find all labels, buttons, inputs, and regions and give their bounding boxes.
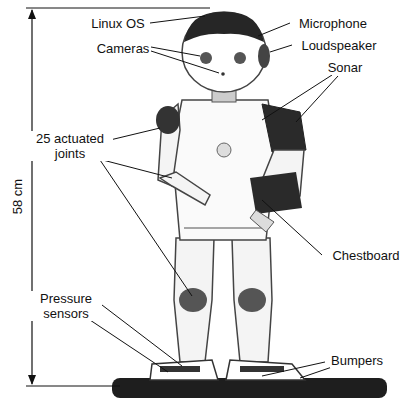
part-label: Microphone <box>298 16 368 31</box>
part-label: Pressure sensors <box>30 291 102 321</box>
base-platform <box>112 378 387 398</box>
foot-trim <box>240 366 284 372</box>
part-label: Chestboard <box>331 248 400 263</box>
right-foot <box>226 360 305 380</box>
left-foot <box>150 360 218 380</box>
mouth-camera <box>221 72 225 76</box>
hand <box>250 210 274 232</box>
dimension-tick <box>26 8 210 386</box>
leader-lines <box>90 16 338 378</box>
torso <box>172 100 276 240</box>
right-forearm <box>250 172 302 214</box>
part-label: Cameras <box>96 41 151 56</box>
head-cap <box>184 12 264 42</box>
dimension-arrow <box>28 9 36 385</box>
eye <box>200 52 212 64</box>
part-label: Bumpers <box>330 353 384 368</box>
part-label: 25 actuated joints <box>27 131 113 161</box>
head <box>182 12 266 92</box>
part-label: Sonar <box>327 60 364 75</box>
waist-line <box>184 227 264 229</box>
right-leg <box>232 238 272 362</box>
right-shoulder <box>262 104 306 152</box>
dimension-label: 58 cm <box>11 177 26 214</box>
ear-speaker <box>258 44 270 68</box>
shoulder <box>156 106 180 134</box>
knee <box>179 288 207 312</box>
dimension-line <box>31 10 32 384</box>
chest-button <box>217 143 231 157</box>
eye <box>234 52 246 64</box>
left-leg <box>174 238 214 362</box>
knee <box>238 288 266 312</box>
part-label: Linux OS <box>90 16 145 31</box>
part-label: Loudspeaker <box>300 38 377 53</box>
